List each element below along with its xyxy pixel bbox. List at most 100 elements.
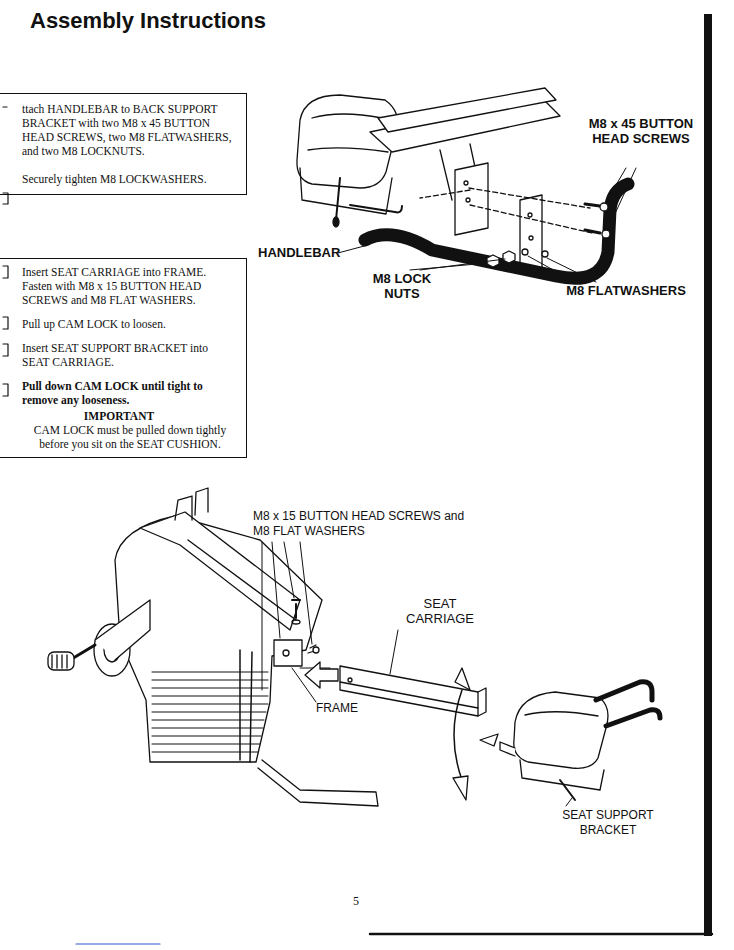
leader-line	[608, 168, 636, 229]
instruction-text: Insert SEAT SUPPORT BRACKET into SEAT CA…	[0, 341, 238, 369]
part-label: M8 x 45 BUTTON HEAD SCREWS	[582, 116, 700, 146]
step-marker	[3, 266, 8, 278]
seat-carriage-drawing	[478, 688, 486, 716]
leader-line	[390, 630, 398, 674]
leader-line	[420, 259, 505, 270]
instruction-text: Insert SEAT CARRIAGE into FRAME. Fasten …	[0, 265, 238, 307]
frame-drawing	[240, 650, 252, 762]
seat-support-drawing	[500, 682, 660, 800]
seat-handlebar-drawing	[308, 148, 388, 152]
rotate-arrow	[455, 668, 470, 690]
seat-carriage-drawing	[340, 682, 478, 716]
seat-carriage-drawing	[340, 666, 478, 708]
leader-line	[566, 798, 572, 806]
page-number: 5	[346, 894, 366, 909]
seat-handlebar-drawing	[503, 251, 515, 263]
instruction-text: Pull up CAM LOCK to loosen.	[0, 317, 238, 331]
page-title: Assembly Instructions	[30, 8, 266, 34]
part-label: M8 FLATWASHERS	[556, 283, 696, 298]
page-border	[76, 14, 712, 944]
seat-handlebar-drawing	[600, 203, 608, 211]
instruction-text: ttach HANDLEBAR to BACK SUPPORT BRACKET …	[0, 102, 238, 158]
frame-drawing	[52, 655, 67, 668]
leader-line	[284, 542, 294, 598]
seat-support-drawing	[606, 710, 660, 726]
insert-arrow	[305, 662, 338, 688]
seat-carriage-drawing	[348, 678, 352, 682]
step-marker	[3, 317, 8, 329]
seat-handlebar-drawing	[585, 204, 600, 233]
seat-support-drawing	[500, 742, 515, 756]
instruction-text: Securely tighten M8 LOCKWASHERS.	[0, 172, 238, 186]
frame-drawing	[308, 645, 318, 653]
frame-drawing	[175, 488, 208, 520]
instruction-box: Insert SEAT CARRIAGE into FRAME. Fasten …	[0, 258, 247, 458]
step-marker	[3, 344, 8, 356]
seat-support-drawing	[596, 682, 652, 700]
seat-handlebar-drawing	[470, 205, 592, 233]
seat-handlebar-drawing	[520, 195, 542, 273]
seat-handlebar-drawing	[350, 205, 402, 212]
frame-drawing	[48, 652, 74, 670]
step-marker	[3, 106, 7, 107]
step-marker	[3, 384, 8, 396]
seat-support-drawing	[520, 760, 604, 790]
frame-drawing	[283, 650, 289, 656]
frame-drawing	[258, 760, 378, 806]
seat-handlebar-drawing	[466, 198, 470, 202]
frame-drawing	[95, 600, 150, 660]
leader-line	[262, 542, 263, 690]
seat-handlebar-drawing	[522, 249, 528, 255]
leader-line	[292, 668, 316, 702]
insert-arrow	[305, 662, 338, 688]
instruction-text: Pull down CAM LOCK until tight to remove…	[0, 379, 238, 407]
seat-handlebar-drawing	[542, 251, 548, 257]
leader-line	[338, 245, 368, 253]
seat-handlebar-drawing	[469, 188, 590, 208]
leader-line	[272, 542, 280, 638]
seat-handlebar-drawing	[378, 88, 556, 132]
seat-handlebar-drawing	[420, 190, 470, 198]
rotate-arrow	[454, 690, 462, 780]
seat-carriage-drawing	[340, 666, 486, 716]
rotate-arrow	[453, 776, 468, 800]
seat-handlebar-drawing	[464, 181, 468, 185]
seat-support-drawing	[514, 692, 608, 768]
frame-drawing	[292, 620, 300, 624]
seat-handlebar-drawing	[528, 213, 532, 217]
seat-handlebar-drawing	[312, 114, 382, 118]
seat-handlebar-drawing	[602, 230, 610, 238]
instruction-text: CAM LOCK must be pulled down tightly bef…	[0, 423, 238, 451]
part-label: M8 x 15 BUTTON HEAD SCREWS and M8 FLAT W…	[253, 509, 468, 539]
leader-line	[300, 542, 312, 644]
seat-handlebar-drawing	[365, 184, 628, 278]
frame-drawing	[292, 600, 300, 618]
frame-drawing	[188, 540, 296, 620]
part-label: SEAT SUPPORT BRACKET	[548, 808, 668, 838]
rotate-arrow	[453, 668, 498, 800]
seat-handlebar-drawing	[333, 217, 339, 227]
leader-line	[547, 258, 596, 282]
seat-handlebar-drawing	[529, 236, 533, 240]
part-label: M8 LOCK NUTS	[362, 271, 442, 301]
seat-handlebar-drawing	[336, 178, 340, 220]
instruction-text: IMPORTANT	[0, 409, 238, 423]
page-border	[76, 943, 160, 944]
part-label: FRAME	[316, 701, 376, 716]
page-border	[370, 933, 712, 936]
rotate-arrow	[480, 734, 498, 746]
seat-handlebar-drawing	[300, 168, 392, 214]
frame-drawing	[313, 647, 319, 653]
seat-handlebar-drawing	[297, 88, 628, 278]
seat-support-drawing	[560, 780, 575, 800]
part-label: SEAT CARRIAGE	[395, 596, 485, 626]
seat-support-drawing	[525, 712, 598, 716]
seat-handlebar-drawing	[455, 163, 488, 235]
step-marker	[3, 107, 8, 396]
frame-drawing	[274, 640, 302, 666]
page-border	[704, 14, 712, 936]
leader-line	[262, 542, 572, 806]
leader-line	[338, 168, 636, 282]
part-label: HANDLEBAR	[258, 245, 348, 260]
instruction-box: ttach HANDLEBAR to BACK SUPPORT BRACKET …	[0, 93, 247, 195]
